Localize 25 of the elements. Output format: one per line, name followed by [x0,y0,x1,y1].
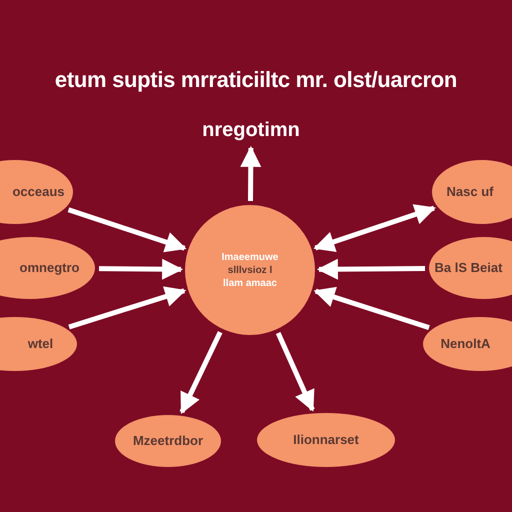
oval-node [115,415,221,467]
arrow [68,207,186,252]
node-label: NenoltA [440,336,490,352]
arrow [276,332,315,412]
central-circle [185,205,315,335]
node-label: Imaeemuwe [222,250,278,264]
arrow [98,258,184,280]
node-label: slllvsioz l [228,264,272,276]
arrow [316,258,426,280]
arrow [314,286,430,330]
arrow [180,331,222,414]
subheading: nregotimn [186,116,316,144]
node-label: Mzeetrdbor [132,433,204,449]
node-label: omnegtro [20,260,80,276]
node-label: wtel [28,336,54,352]
title: etum suptis mrraticiiltc mr. olst/uarcron [54,66,458,94]
double-arrow [313,204,436,252]
oval-node [257,413,395,467]
node-label: Ba lS Beiat [434,260,502,276]
node-label: occeaus [12,184,65,200]
arrow [68,286,186,330]
node-label: Ilionnarset [293,432,359,448]
node-label: llam amaac [223,276,277,290]
node-label: Nasc uf [446,184,494,200]
arrow [240,146,262,202]
